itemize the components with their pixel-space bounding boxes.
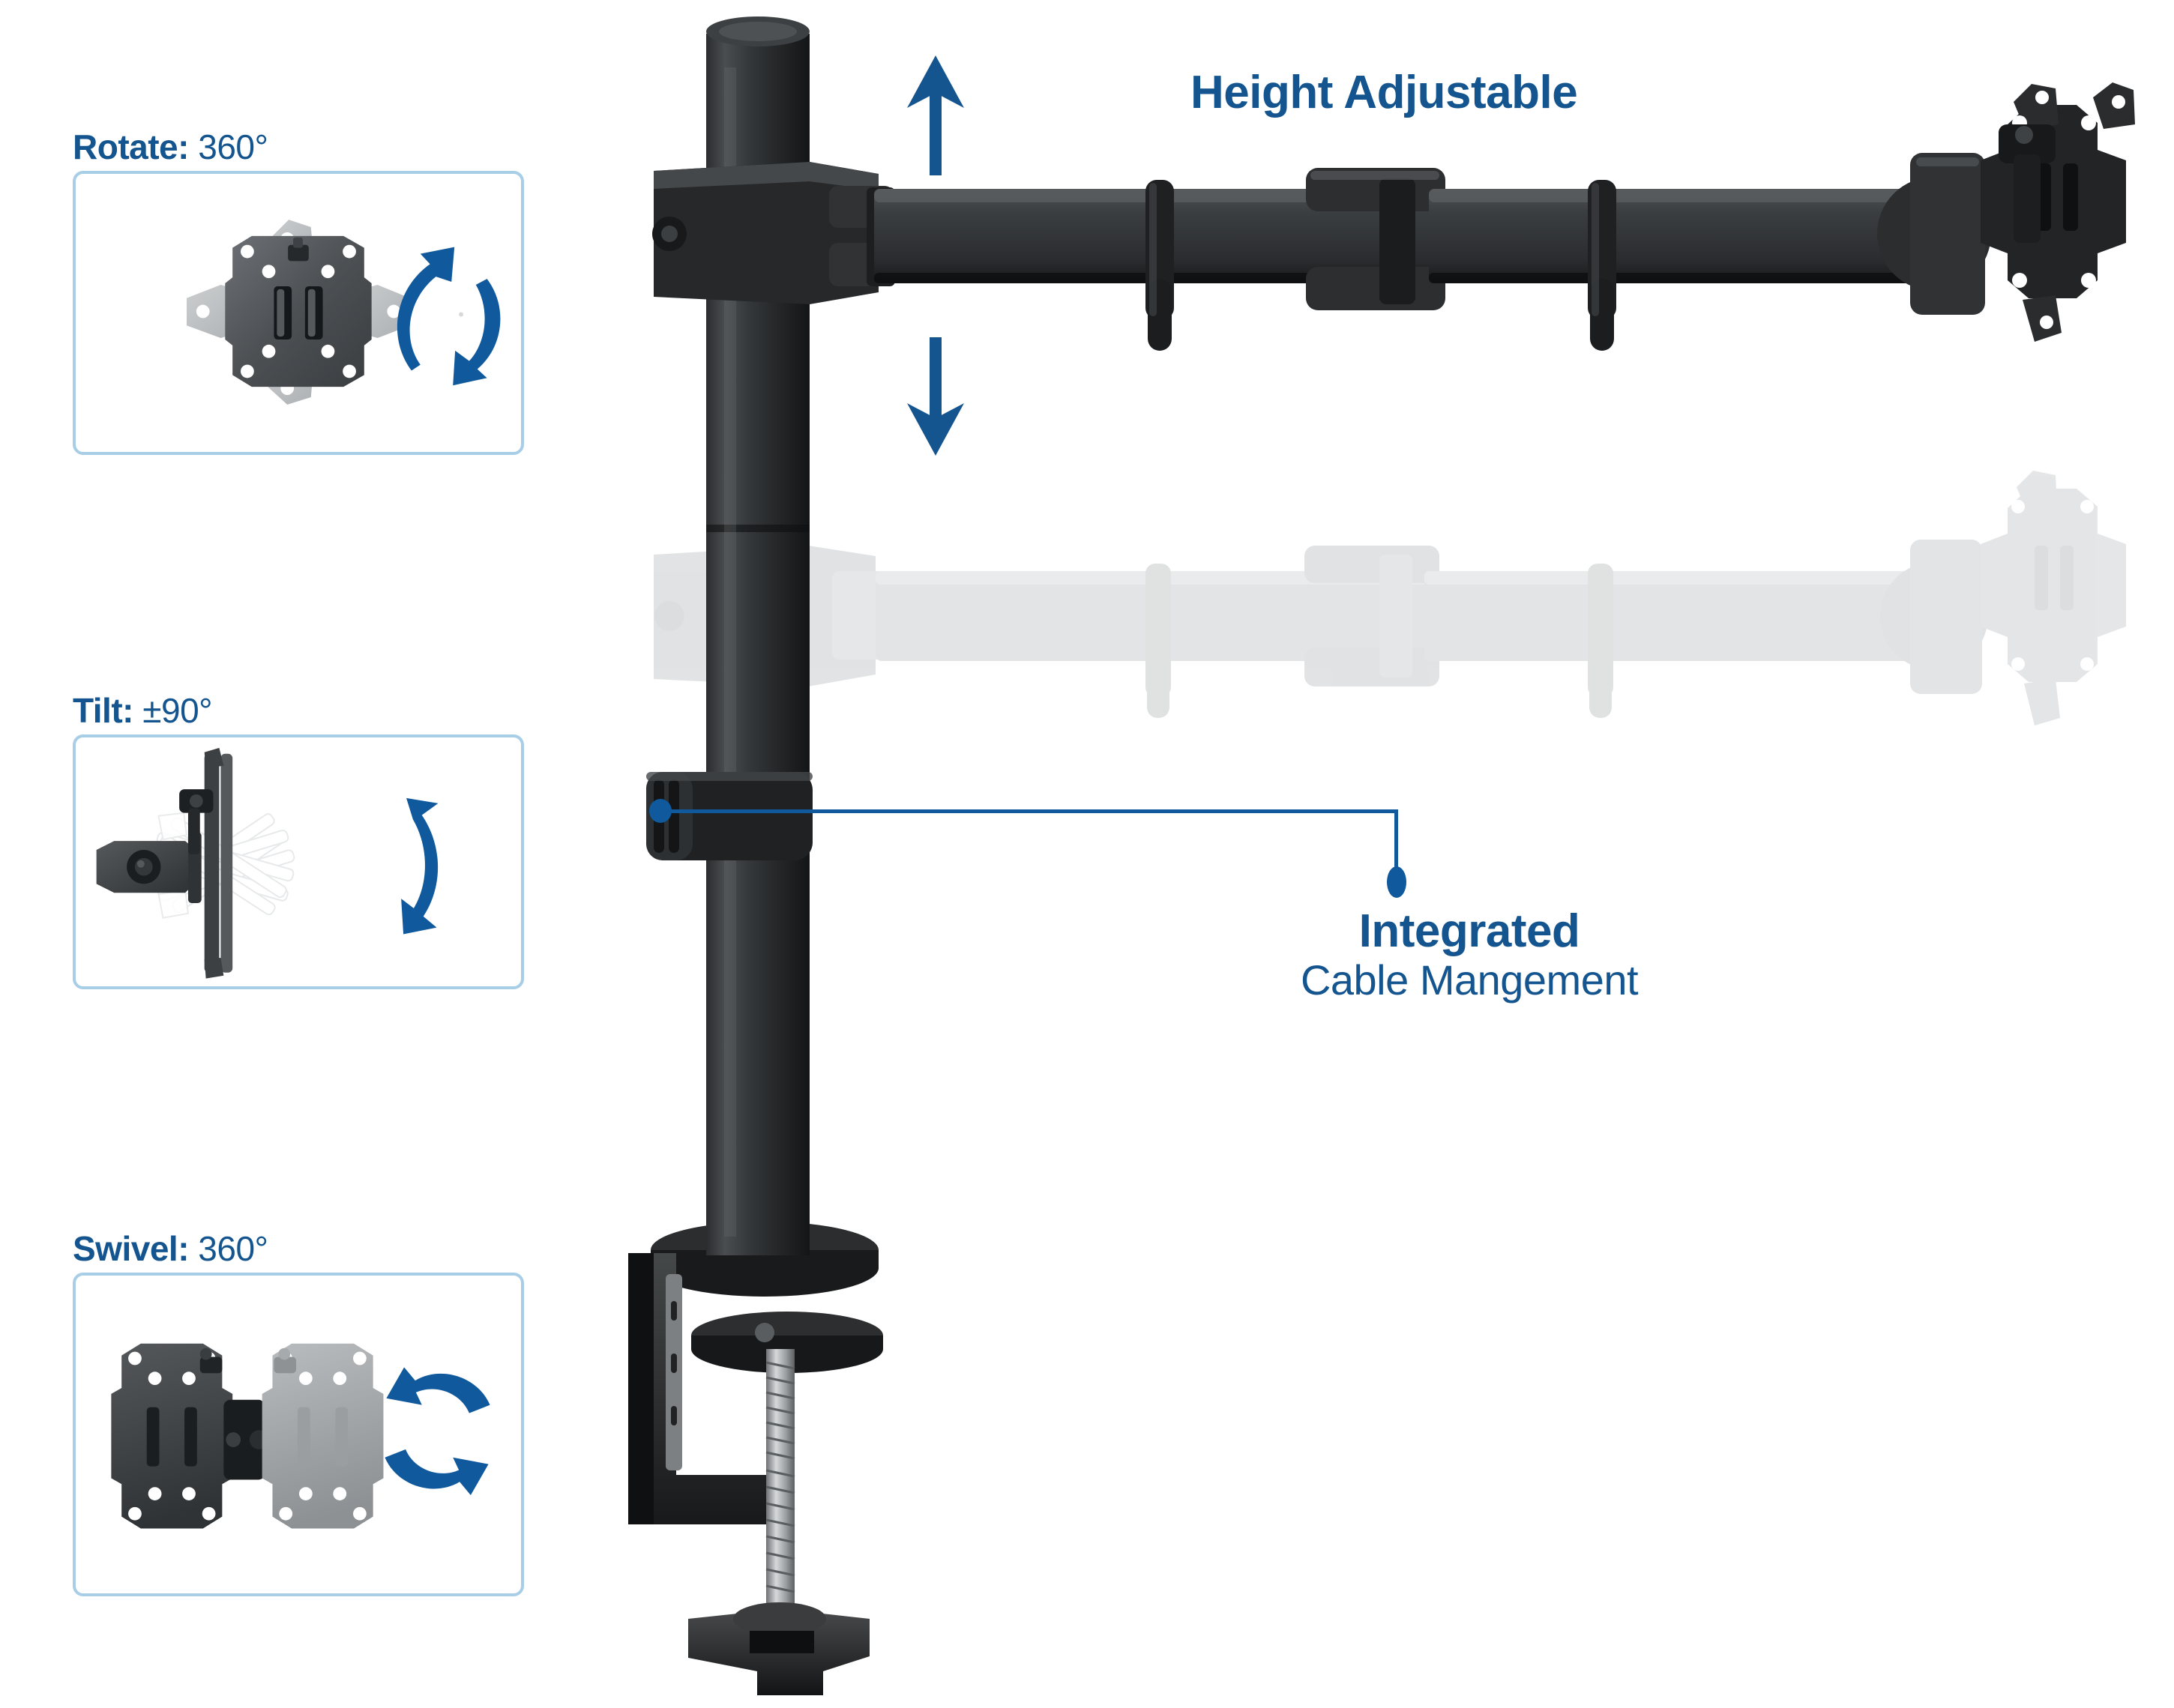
- swivel-caption-label: Swivel:: [73, 1229, 190, 1268]
- monitor-arm-horizontal: [874, 153, 1991, 351]
- rotate-illustration: [186, 220, 501, 405]
- cable-callout-line-vertical: [1394, 809, 1398, 875]
- ghost-lowered-arm: [654, 471, 2126, 725]
- cable-callout-line-horizontal: [658, 809, 1397, 813]
- desk-clamp-assembly: [628, 1222, 883, 1695]
- tilt-illustration-box: [73, 734, 524, 989]
- swivel-caption: Swivel: 360°: [73, 1231, 268, 1266]
- height-adjustable-label: Height Adjustable: [1190, 67, 1578, 118]
- rotate-caption: Rotate: 360°: [73, 130, 268, 164]
- cable-callout-end-dot: [1387, 866, 1406, 898]
- cable-management-label-line2: Cable Mangement: [1300, 956, 1639, 1004]
- swivel-illustration-box: [73, 1273, 524, 1596]
- rotate-caption-label: Rotate:: [73, 127, 189, 166]
- tilt-caption: Tilt: ±90°: [73, 691, 213, 730]
- height-down-arrow-icon: [907, 337, 964, 456]
- pole-pivot-collar: [652, 162, 895, 304]
- tilt-pivot-head: [179, 789, 214, 854]
- cable-management-clip: [646, 772, 813, 860]
- height-up-arrow-icon: [907, 55, 964, 175]
- rotate-arrow-icon: [397, 247, 501, 386]
- tilt-caption-value: ±90°: [133, 691, 213, 730]
- cable-management-label: Integrated Cable Mangement: [1274, 905, 1664, 1004]
- swivel-arrow-icon: [385, 1367, 490, 1496]
- end-vesa-bracket: [1981, 82, 2135, 342]
- swivel-caption-value: 360°: [189, 1229, 268, 1268]
- cable-callout-anchor-dot: [649, 799, 672, 823]
- swivel-plate-dark: [111, 1343, 233, 1529]
- rotate-illustration-box: [73, 171, 524, 455]
- rotate-caption-value: 360°: [188, 127, 268, 166]
- tilt-arrow-icon: [401, 797, 439, 935]
- rotate-main-plate: [225, 235, 372, 387]
- swivel-illustration: [111, 1343, 490, 1529]
- tilt-caption-label: Tilt:: [73, 691, 133, 730]
- cable-management-label-line1: Integrated: [1358, 905, 1580, 957]
- tilt-illustration: [96, 747, 439, 979]
- swivel-plate-light: [262, 1343, 384, 1529]
